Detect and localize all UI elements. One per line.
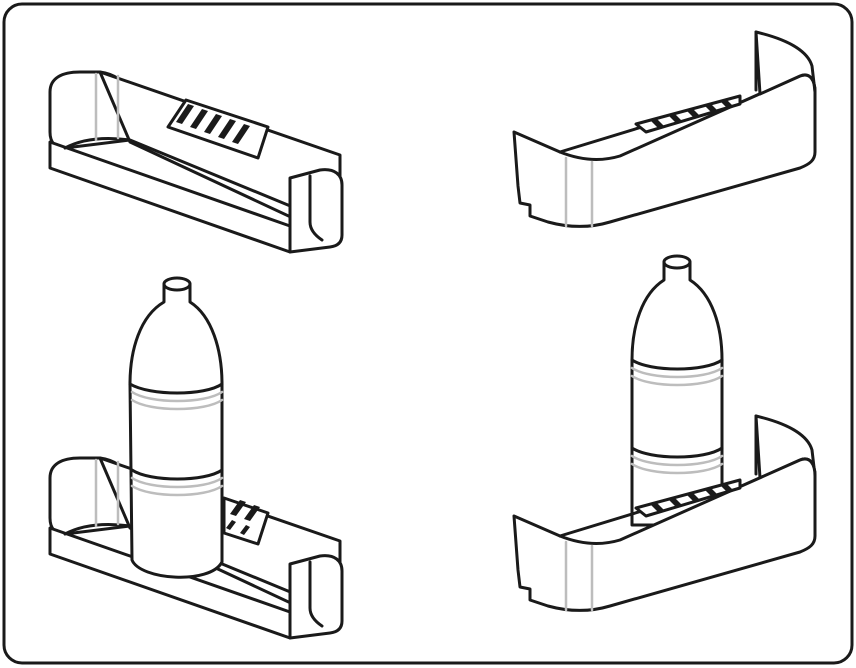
bottle-bottom-right	[630, 254, 724, 527]
door-bin-bottom-right	[512, 254, 817, 612]
door-bin-top-left	[48, 70, 344, 254]
bottle-bottom-left	[128, 276, 224, 579]
door-bin-top-right	[512, 30, 817, 228]
door-bin-bottom-left	[48, 276, 344, 640]
